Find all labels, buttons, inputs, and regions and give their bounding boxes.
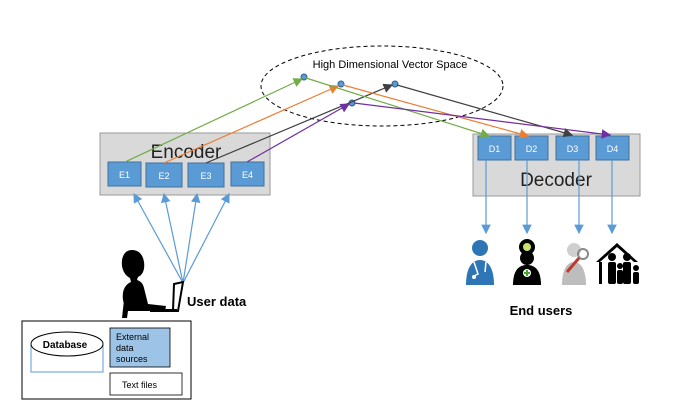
arrow-user-to-e1 (133, 192, 184, 284)
user-data-arrows (133, 192, 230, 284)
arrow-space-to-d2 (342, 84, 530, 139)
end-users-label: End users (510, 303, 573, 318)
vector-point-orange (337, 80, 345, 88)
vector-space: High Dimensional Vector Space (260, 45, 504, 127)
text-files-box (109, 372, 183, 396)
encoder-block: Encoder E1 E2 E3 E4 (99, 132, 271, 196)
external-line-1: External (116, 332, 149, 342)
decoder-block: D1 D2 D3 D4 Decoder (472, 133, 641, 197)
external-sources-box (109, 327, 171, 368)
external-line-2: data (116, 343, 134, 353)
decoder-cell-d2 (514, 135, 549, 161)
vector-space-ellipse (260, 45, 504, 127)
user-at-laptop-icon (121, 250, 185, 318)
text-files-label: Text files (122, 380, 158, 390)
encoder-cell-e2-label: E2 (158, 171, 169, 181)
arrow-space-to-d1 (305, 77, 491, 139)
researcher-icon (562, 243, 589, 285)
decoder-cell-d1-label: D1 (489, 144, 501, 154)
decoder-cell-d1 (477, 135, 512, 161)
encoder-cell-e3-label: E3 (200, 171, 211, 181)
arrow-user-to-e3 (182, 192, 201, 284)
decoder-cell-d4-label: D4 (607, 144, 619, 154)
user-data-label: User data (187, 294, 247, 309)
decoder-cell-d2-label: D2 (526, 144, 538, 154)
family-home-icon (596, 243, 639, 284)
encoder-cell-e3 (187, 162, 225, 188)
database-icon (30, 331, 104, 373)
encoder-cell-e4-label: E4 (242, 170, 253, 180)
end-user-arrows (481, 160, 617, 235)
encoder-cell-e1 (107, 161, 142, 187)
arrow-e1-to-space (124, 78, 304, 163)
vector-space-label: High Dimensional Vector Space (313, 59, 468, 71)
decoder-cell-d3 (555, 135, 590, 161)
arrow-space-to-d4 (353, 102, 612, 139)
encoder-cell-e1-label: E1 (119, 170, 130, 180)
arrow-user-to-e2 (161, 192, 184, 284)
arrow-user-to-e4 (182, 192, 230, 284)
decoder-title: Decoder (520, 170, 592, 191)
arrow-e3-to-space (205, 83, 394, 164)
external-sources-label: External data sources (116, 332, 152, 364)
data-sources-panel: Database External data sources Text file… (21, 320, 192, 400)
encoder-cell-e2 (145, 162, 183, 188)
nurse-icon (513, 239, 541, 285)
database-label: Database (43, 340, 88, 351)
arrow-e4-to-space (246, 103, 351, 163)
external-line-3: sources (116, 354, 148, 364)
doctor-icon (466, 240, 494, 285)
decoder-cell-d3-label: D3 (567, 144, 579, 154)
arrow-e2-to-space (163, 85, 340, 164)
vector-point-dark (391, 80, 399, 88)
